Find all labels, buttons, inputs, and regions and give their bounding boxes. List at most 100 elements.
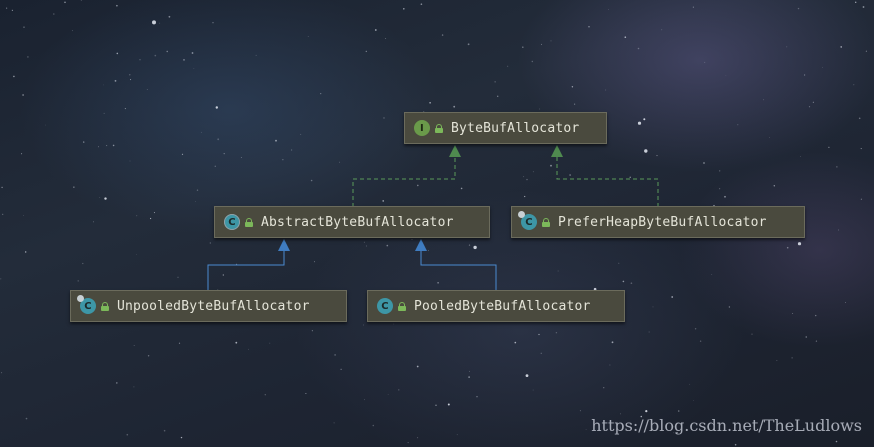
star [200,131,202,133]
star [195,201,196,202]
node-unpooledbytebufallocator[interactable]: C UnpooledByteBufAllocator [70,290,347,322]
star [387,394,389,395]
star [812,101,814,103]
lock-icon [398,301,406,311]
star [217,138,220,141]
star [593,287,597,291]
star [773,185,775,187]
star [525,374,529,377]
node-preferheapbytebufallocator[interactable]: C PreferHeapByteBufAllocator [511,206,805,238]
star [569,174,571,176]
star [468,244,471,246]
star [193,68,195,69]
star [693,400,694,401]
static-overlay-icon [77,295,84,302]
star [618,262,620,264]
star [124,108,126,110]
star [673,432,675,434]
star [643,118,646,121]
star [104,197,107,200]
star [522,46,524,48]
star [98,146,99,148]
star [453,105,456,108]
edge-arrowhead-unpooled-extends [278,239,290,251]
star [248,348,249,350]
star [1,186,3,189]
star [114,80,117,82]
star [385,38,387,39]
star [365,245,367,247]
star [497,95,499,98]
star [428,250,429,252]
star [526,178,528,181]
star [363,241,365,243]
star [209,242,211,244]
star [728,306,731,308]
star [310,179,313,182]
star [656,155,658,157]
node-pooledbytebufallocator[interactable]: C PooledByteBufAllocator [367,290,625,322]
star [300,133,302,135]
star [133,345,135,346]
star [264,394,266,396]
star [235,341,238,344]
star [800,156,801,157]
star [550,40,552,42]
lock-icon [101,301,109,311]
star [116,52,119,55]
star [166,50,168,53]
star [804,74,806,76]
edge-pooled-extends-abstract [420,250,497,291]
star [603,387,605,389]
node-bytebufallocator[interactable]: I ByteBufAllocator [404,112,607,144]
star [106,145,108,147]
star [704,61,706,63]
star [840,46,842,48]
star [314,261,315,263]
star [181,153,184,155]
star [129,160,131,162]
star [737,124,739,126]
star [557,270,559,272]
star [860,148,862,150]
star [64,1,66,4]
star [858,117,861,120]
node-abstractbytebufallocator[interactable]: C AbstractByteBufAllocator [214,206,490,238]
star [21,153,23,155]
star [523,176,525,178]
star [374,29,377,31]
star [689,383,691,385]
star [435,404,437,406]
star [622,280,625,283]
star [460,187,463,190]
star [769,137,770,138]
static-overlay-icon [518,211,525,218]
star [398,389,400,391]
star [340,368,342,370]
star [797,242,802,246]
star [236,263,238,265]
star [311,330,313,332]
star [734,443,737,446]
star [751,333,753,335]
star [305,393,307,394]
star [711,274,713,275]
star [514,341,517,344]
star [429,102,431,104]
star [441,34,444,36]
star [540,352,542,354]
star [150,217,152,220]
edge-arrowhead-abstract-implements [449,145,461,157]
class-icon: C [518,211,537,230]
node-label: PooledByteBufAllocator [414,298,591,314]
star [620,413,621,415]
star [159,22,161,24]
star [719,188,721,190]
star [473,245,477,250]
star [320,93,322,95]
star [645,410,648,413]
star [13,75,15,78]
star [383,117,385,119]
interface-icon: I [414,120,430,136]
